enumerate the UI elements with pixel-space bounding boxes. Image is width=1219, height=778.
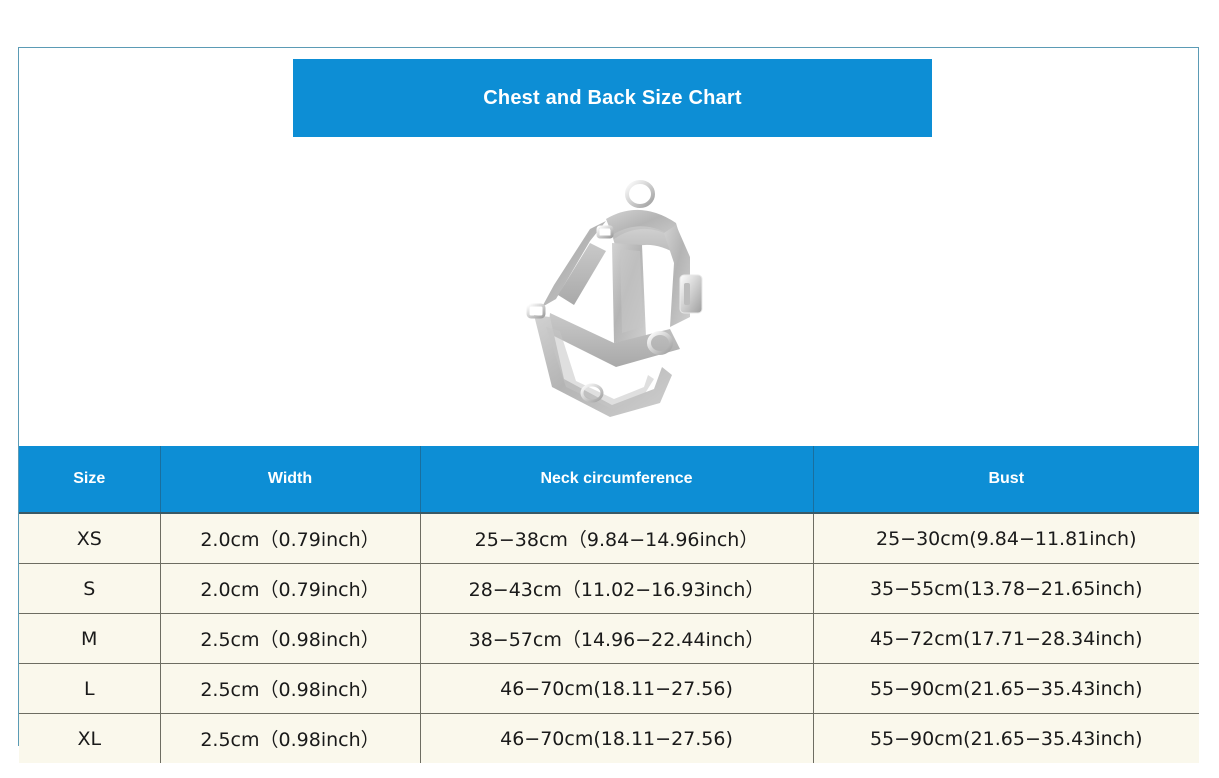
table-row: S 2.0cm（0.79inch） 28−43cm（11.02−16.93inc…: [19, 563, 1199, 614]
cell-width: 2.0cm（0.79inch）: [160, 563, 421, 614]
cell-bust: 45−72cm(17.71−28.34inch): [813, 613, 1199, 664]
cell-neck: 46−70cm(18.11−27.56): [420, 663, 814, 714]
cell-size: XS: [19, 513, 161, 564]
cell-size: S: [19, 563, 161, 614]
table-header-row: Size Width Neck circumference Bust: [19, 446, 1199, 514]
cell-size: XL: [19, 713, 161, 763]
chart-title-banner: Chest and Back Size Chart: [293, 59, 932, 137]
size-chart-table: Size Width Neck circumference Bust XS 2.…: [19, 446, 1199, 763]
cell-width: 2.5cm（0.98inch）: [160, 613, 421, 664]
column-header-neck: Neck circumference: [420, 446, 814, 514]
product-image-container: [19, 138, 1198, 445]
cell-neck: 28−43cm（11.02−16.93inch）: [420, 563, 814, 614]
dog-harness-photo: [526, 179, 702, 417]
column-header-size: Size: [19, 446, 161, 514]
cell-width: 2.0cm（0.79inch）: [160, 513, 421, 564]
column-header-width: Width: [160, 446, 421, 514]
page-title: Chest and Back Size Chart: [483, 86, 742, 109]
cell-width: 2.5cm（0.98inch）: [160, 713, 421, 763]
table-row: M 2.5cm（0.98inch） 38−57cm（14.96−22.44inc…: [19, 613, 1199, 664]
column-header-bust: Bust: [813, 446, 1199, 514]
cell-size: M: [19, 613, 161, 664]
cell-size: L: [19, 663, 161, 714]
cell-bust: 25−30cm(9.84−11.81inch): [813, 513, 1199, 564]
cell-bust: 55−90cm(21.65−35.43inch): [813, 713, 1199, 763]
cell-width: 2.5cm（0.98inch）: [160, 663, 421, 714]
cell-neck: 25−38cm（9.84−14.96inch）: [420, 513, 814, 564]
cell-bust: 35−55cm(13.78−21.65inch): [813, 563, 1199, 614]
table-row: XS 2.0cm（0.79inch） 25−38cm（9.84−14.96inc…: [19, 513, 1199, 564]
cell-neck: 38−57cm（14.96−22.44inch）: [420, 613, 814, 664]
cell-neck: 46−70cm(18.11−27.56): [420, 713, 814, 763]
table-row: L 2.5cm（0.98inch） 46−70cm(18.11−27.56) 5…: [19, 663, 1199, 714]
cell-bust: 55−90cm(21.65−35.43inch): [813, 663, 1199, 714]
table-row: XL 2.5cm（0.98inch） 46−70cm(18.11−27.56) …: [19, 713, 1199, 763]
